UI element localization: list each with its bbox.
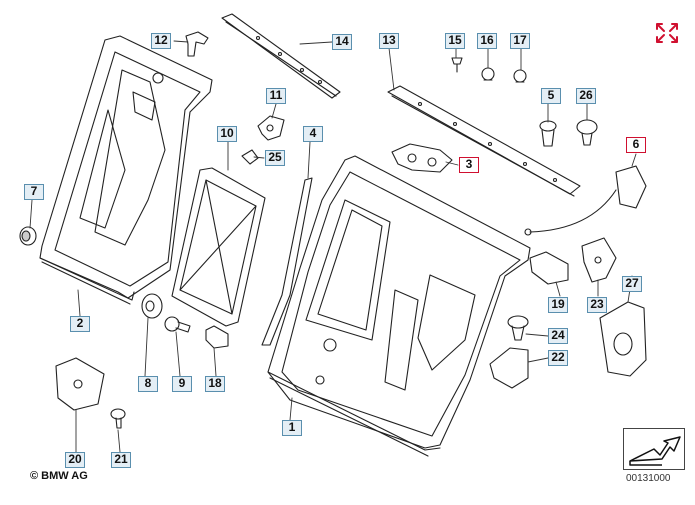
part-5-clip [539,120,557,147]
callout-13[interactable]: 13 [379,33,399,49]
part-18-clip [205,325,229,349]
callout-15[interactable]: 15 [445,33,465,49]
callout-19[interactable]: 19 [548,297,568,313]
callout-4[interactable]: 4 [303,126,323,142]
part-27-cover [599,301,647,377]
callout-9[interactable]: 9 [172,376,192,392]
part-21-screw [110,408,126,429]
callout-22[interactable]: 22 [548,350,568,366]
callout-7[interactable]: 7 [24,184,44,200]
part-23-bracket [581,237,617,283]
part-16-bolt [481,67,495,81]
navigation-arrow-icon[interactable] [623,428,685,470]
part-3-mechanism [391,143,453,173]
part-13-rail [387,85,581,197]
callout-11[interactable]: 11 [266,88,286,104]
callout-3[interactable]: 3 [459,157,479,173]
copyright-text: © BMW AG [30,470,88,482]
part-19-bracket [529,251,569,285]
callout-18[interactable]: 18 [205,376,225,392]
part-20-latch [55,357,105,411]
callout-23[interactable]: 23 [587,297,607,313]
part-25-clip [241,149,259,165]
callout-24[interactable]: 24 [548,328,568,344]
part-26-button [576,119,598,146]
callout-16[interactable]: 16 [477,33,497,49]
part-14-strip [221,13,341,99]
callout-1[interactable]: 1 [282,420,302,436]
part-1-backrest-frame-main [267,155,531,457]
part-9-bolt [164,316,191,333]
callout-6[interactable]: 6 [626,137,646,153]
part-8-washer [141,293,163,319]
part-24-clip [507,315,529,341]
document-number: 00131000 [626,473,671,484]
callout-12[interactable]: 12 [151,33,171,49]
part-15-screw [451,57,463,73]
callout-5[interactable]: 5 [541,88,561,104]
callout-21[interactable]: 21 [111,452,131,468]
leader-lines [29,40,637,453]
part-11-hinge [257,115,285,141]
callout-10[interactable]: 10 [217,126,237,142]
expand-arrows-icon[interactable] [653,20,681,46]
part-22-cover [489,347,529,389]
callout-8[interactable]: 8 [138,376,158,392]
callout-17[interactable]: 17 [510,33,530,49]
callout-2[interactable]: 2 [70,316,90,332]
part-2-backrest-frame-left [39,35,213,305]
callout-26[interactable]: 26 [576,88,596,104]
callout-25[interactable]: 25 [265,150,285,166]
callout-14[interactable]: 14 [332,34,352,50]
callout-20[interactable]: 20 [65,452,85,468]
part-10-panel [171,167,266,327]
callout-27[interactable]: 27 [622,276,642,292]
part-6-lock [524,165,647,236]
part-7-cap [19,226,37,246]
part-4-trim [261,177,313,346]
part-17-bolt [513,69,527,83]
part-12-clip [185,31,209,57]
